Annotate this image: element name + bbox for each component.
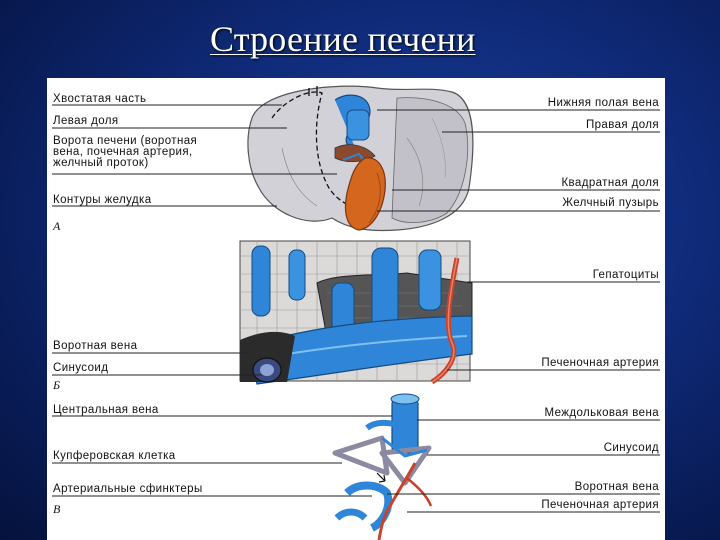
label-portal-vein-c: Воротная вена (574, 481, 659, 493)
liver-gross-drawing (247, 85, 474, 232)
label-right-lobe: Правая доля (585, 119, 659, 131)
label-interlobular-vein: Междольковая вена (544, 407, 659, 419)
label-hepatic-artery-b: Печеночная артерия (541, 357, 659, 369)
liver-diagram-panel: Хвостатая часть Левая доля Ворота печени… (47, 78, 665, 540)
section-c-letter: В (53, 502, 61, 516)
label-sinusoid-c: Синусоид (603, 442, 659, 454)
label-hepatocytes: Гепатоциты (592, 269, 659, 281)
label-gallbladder: Желчный пузырь (562, 197, 659, 209)
label-arterial-sphincters: Артериальные сфинктеры (53, 483, 203, 495)
label-left-lobe: Левая доля (53, 115, 119, 127)
label-portal-vein-b: Воротная вена (53, 340, 138, 352)
section-a-letter: А (53, 219, 61, 233)
label-kupffer-cell: Купферовская клетка (53, 450, 176, 462)
label-caudate-lobe: Хвостатая часть (53, 93, 147, 105)
sinusoid-drawing (332, 393, 433, 540)
label-central-vein: Центральная вена (53, 404, 159, 416)
leader-lines (52, 104, 660, 513)
section-b-letter: Б (53, 378, 61, 392)
liver-illustrations (52, 85, 660, 540)
label-quadrate-lobe: Квадратная доля (561, 177, 659, 189)
label-sinusoid-b: Синусоид (53, 362, 109, 374)
label-inferior-vena-cava: Нижняя полая вена (547, 97, 659, 109)
label-stomach-contour: Контуры желудка (53, 194, 152, 206)
label-porta-hepatis: Ворота печени (воротная вена, почечная а… (53, 135, 198, 169)
label-hepatic-artery-c: Печеночная артерия (541, 499, 659, 511)
slide-title: Строение печени (210, 19, 476, 59)
hepatic-lobule-drawing (239, 240, 473, 385)
